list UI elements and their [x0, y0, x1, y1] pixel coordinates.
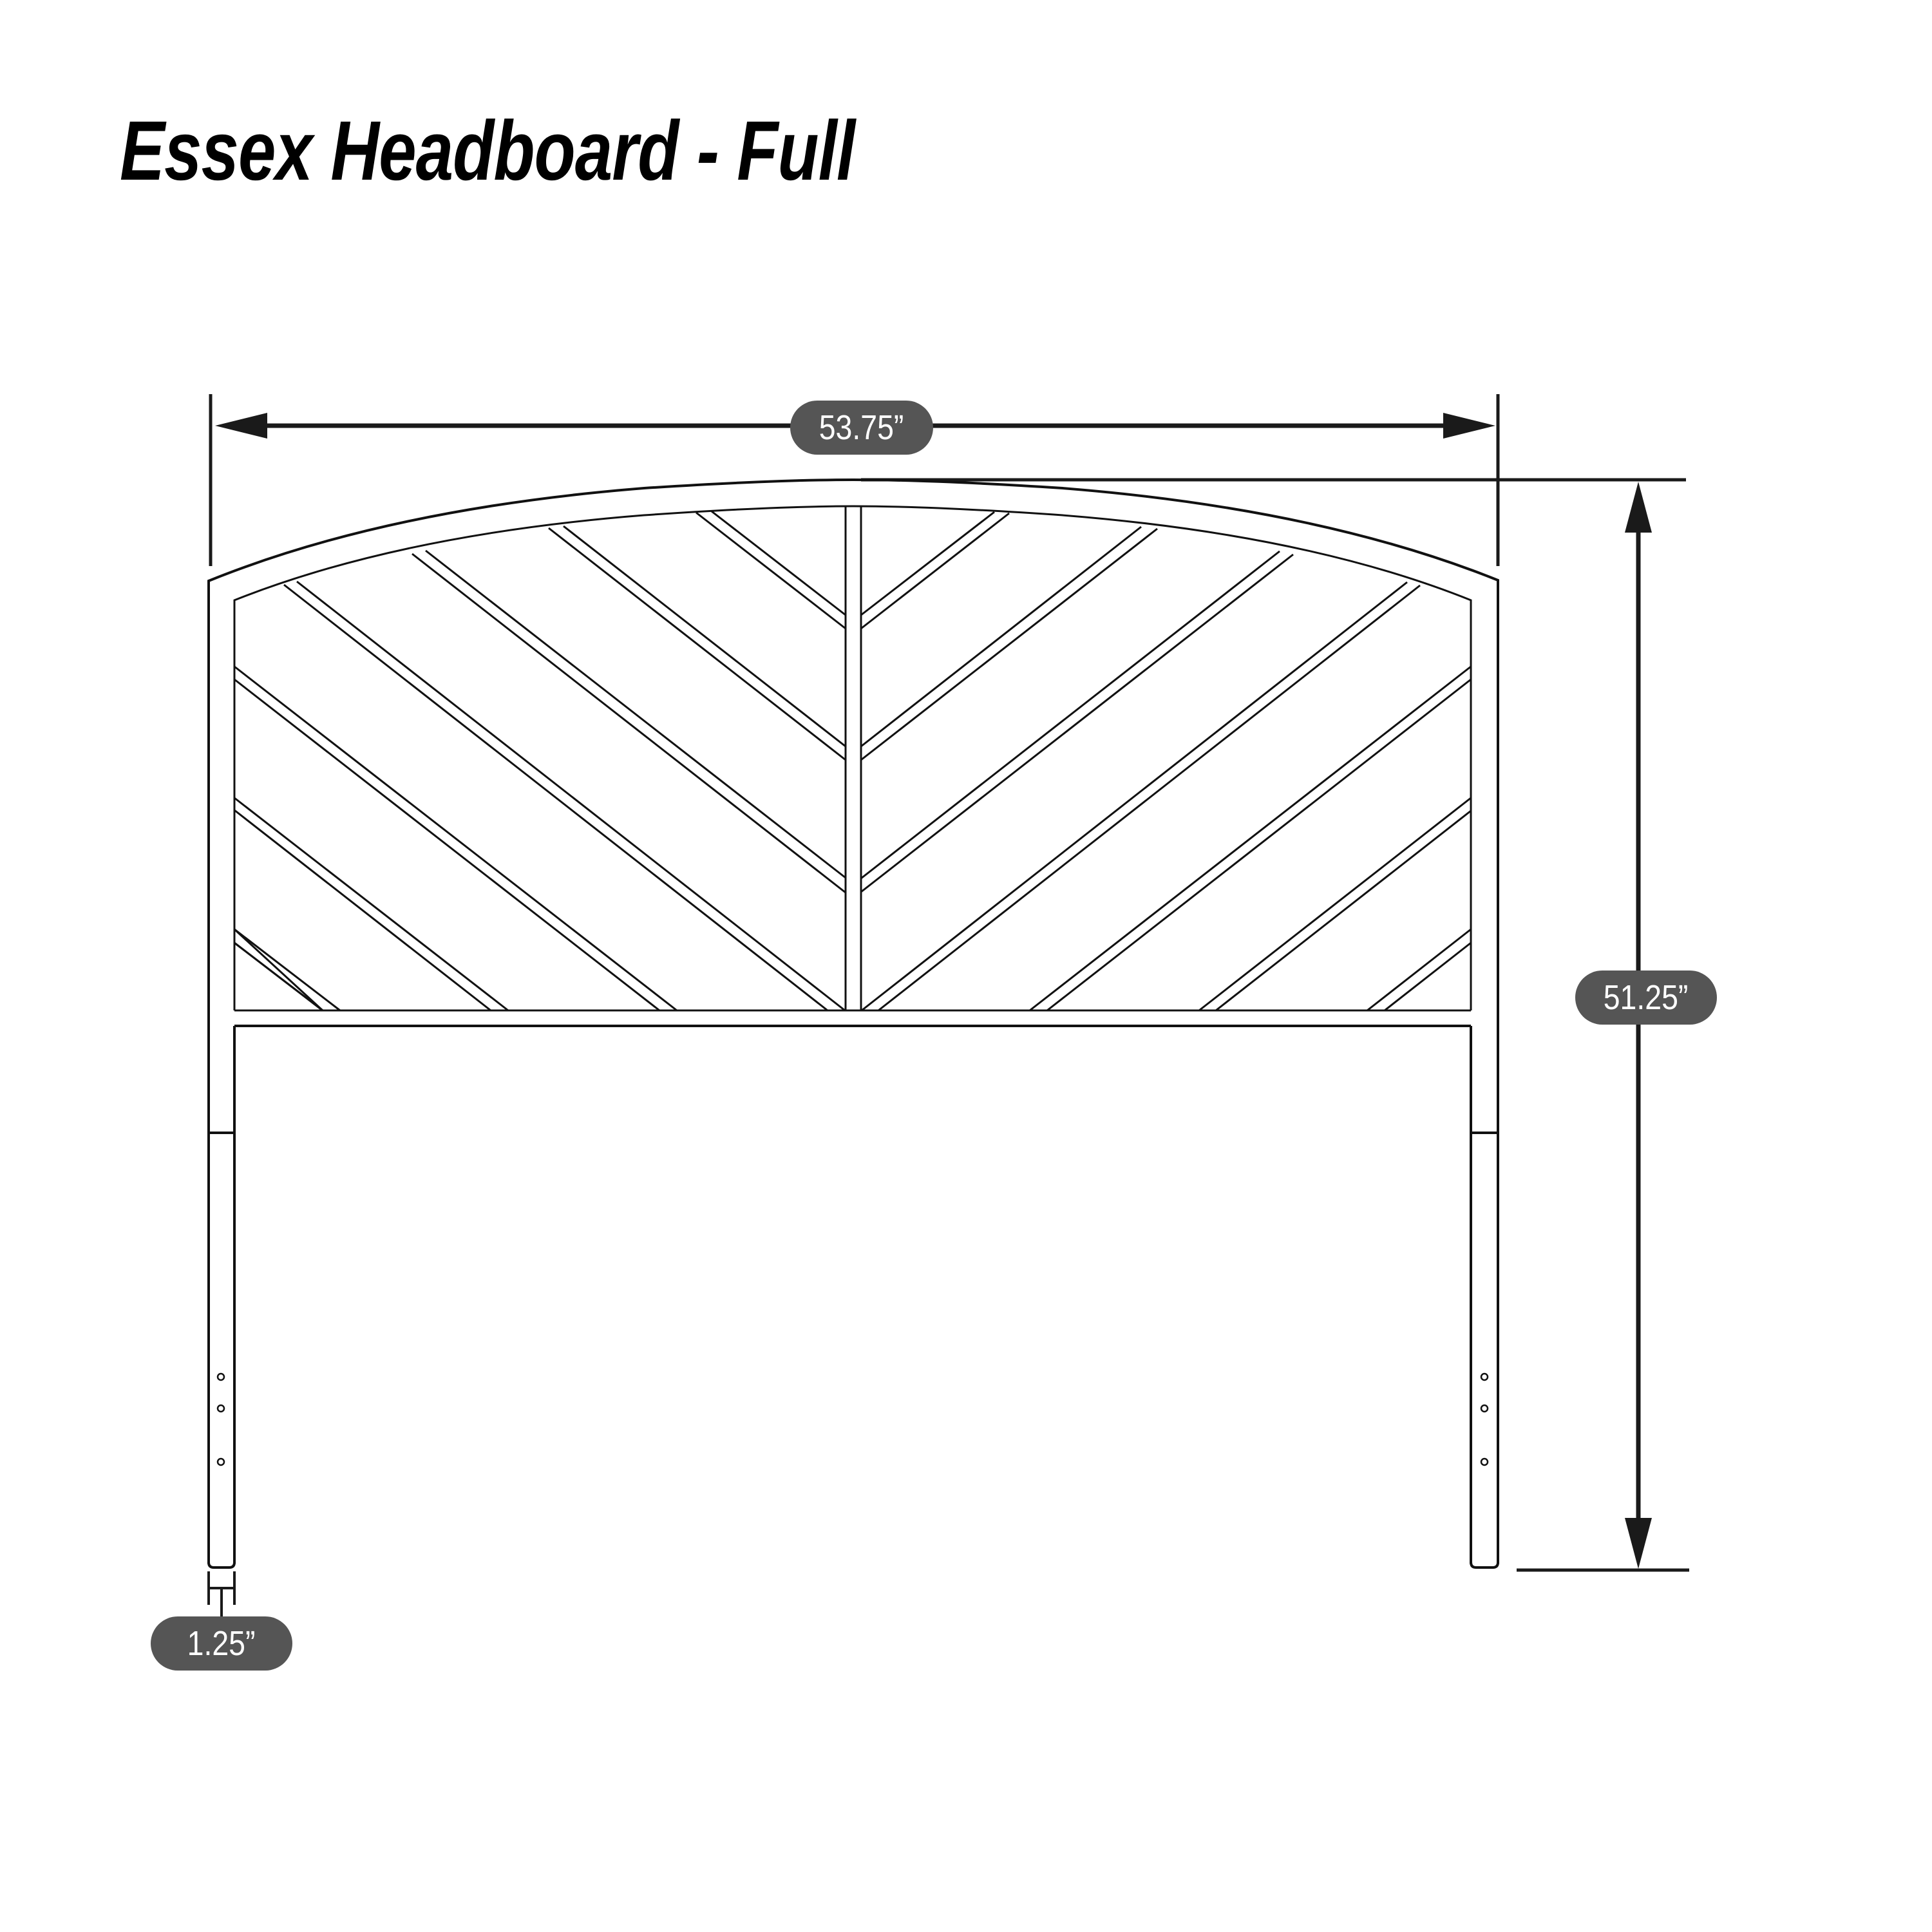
arrow-down-icon [1625, 1518, 1652, 1569]
height-dimension [861, 478, 1689, 1572]
height-dimension-badge: 51.25” [1575, 971, 1717, 1025]
outer-frame-outline [207, 478, 1499, 1564]
left-chevron-diagonals [233, 928, 324, 1012]
arrow-right-icon [1443, 413, 1495, 439]
right-leg-foot [1470, 1562, 1499, 1569]
headboard-frame [207, 478, 1499, 1569]
width-dimension-label: 53.75” [819, 408, 904, 447]
right-chevron-lines [860, 511, 1472, 1012]
left-leg-hole-icon [216, 1372, 225, 1381]
page-title: Essex Headboard - Full [120, 103, 855, 198]
leg-width-dimension [207, 1571, 236, 1618]
right-leg-hole-icon [1480, 1404, 1489, 1413]
left-leg-hole-icon [216, 1457, 225, 1466]
left-chevron-lines [234, 510, 846, 1012]
width-dimension-badge: 53.75” [790, 401, 933, 455]
height-dimension-label: 51.25” [1604, 978, 1689, 1017]
leg-width-dimension-label: 1.25” [187, 1624, 256, 1663]
right-leg-hole-icon [1480, 1457, 1489, 1466]
arrow-left-icon [215, 413, 267, 439]
inner-frame-outline [233, 505, 1472, 1010]
leg-width-dimension-badge: 1.25” [151, 1616, 292, 1671]
left-leg-foot [207, 1562, 236, 1569]
arrow-up-icon [1625, 482, 1652, 533]
left-leg-hole-icon [216, 1404, 225, 1413]
right-leg-hole-icon [1480, 1372, 1489, 1381]
